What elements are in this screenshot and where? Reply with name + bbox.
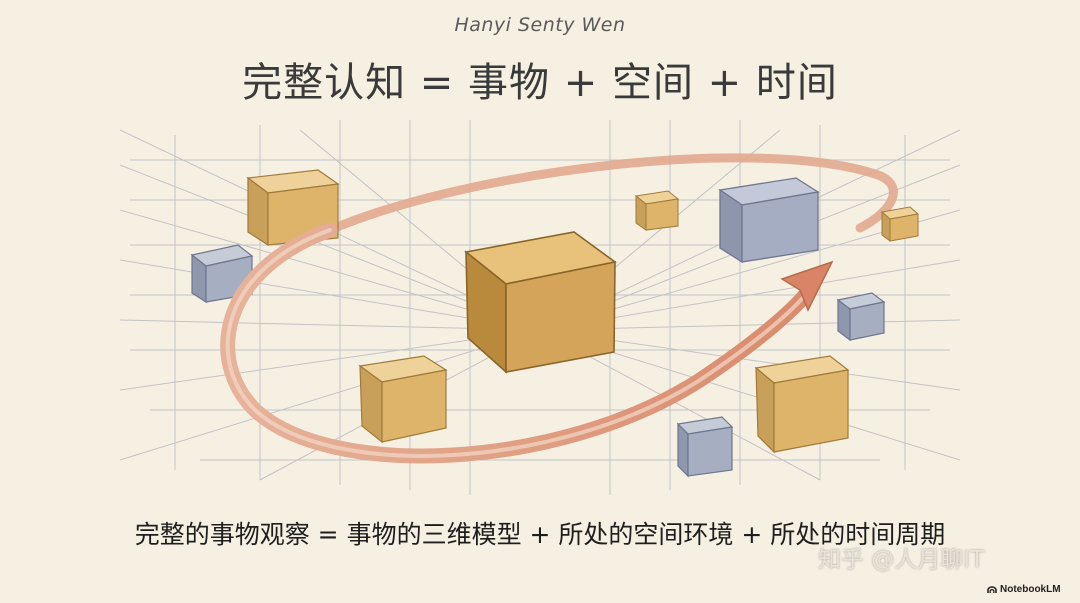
slide-title: 完整认知 = 事物 + 空间 + 时间 — [242, 60, 838, 106]
badge-label: NotebookLM — [1000, 584, 1061, 595]
author-name: Hanyi Senty Wen — [454, 14, 626, 36]
watermark: 知乎 @人月聊IT — [818, 547, 985, 573]
caption-formula: 完整的事物观察 = 事物的三维模型 + 所处的空间环境 + 所处的时间周期 — [134, 520, 946, 549]
blue-cube-2 — [836, 292, 886, 342]
central-cube — [464, 231, 617, 374]
orbit-arrow-back — [325, 153, 898, 235]
gold-cube-small-2 — [358, 355, 448, 444]
gold-cube-small-1 — [246, 169, 340, 247]
gold-cube-tiny-1 — [634, 190, 680, 231]
notebooklm-logo-icon — [987, 585, 997, 593]
blue-cube-3 — [676, 416, 734, 478]
notebooklm-badge: NotebookLM — [987, 584, 1061, 595]
blue-cube-small-1 — [190, 244, 254, 304]
blue-cube-1 — [718, 177, 820, 264]
gold-cube-small-3 — [754, 355, 850, 454]
orbit-arrow — [220, 222, 834, 464]
arrow-head-icon — [780, 260, 834, 312]
gold-cube-tiny-2 — [880, 206, 920, 242]
